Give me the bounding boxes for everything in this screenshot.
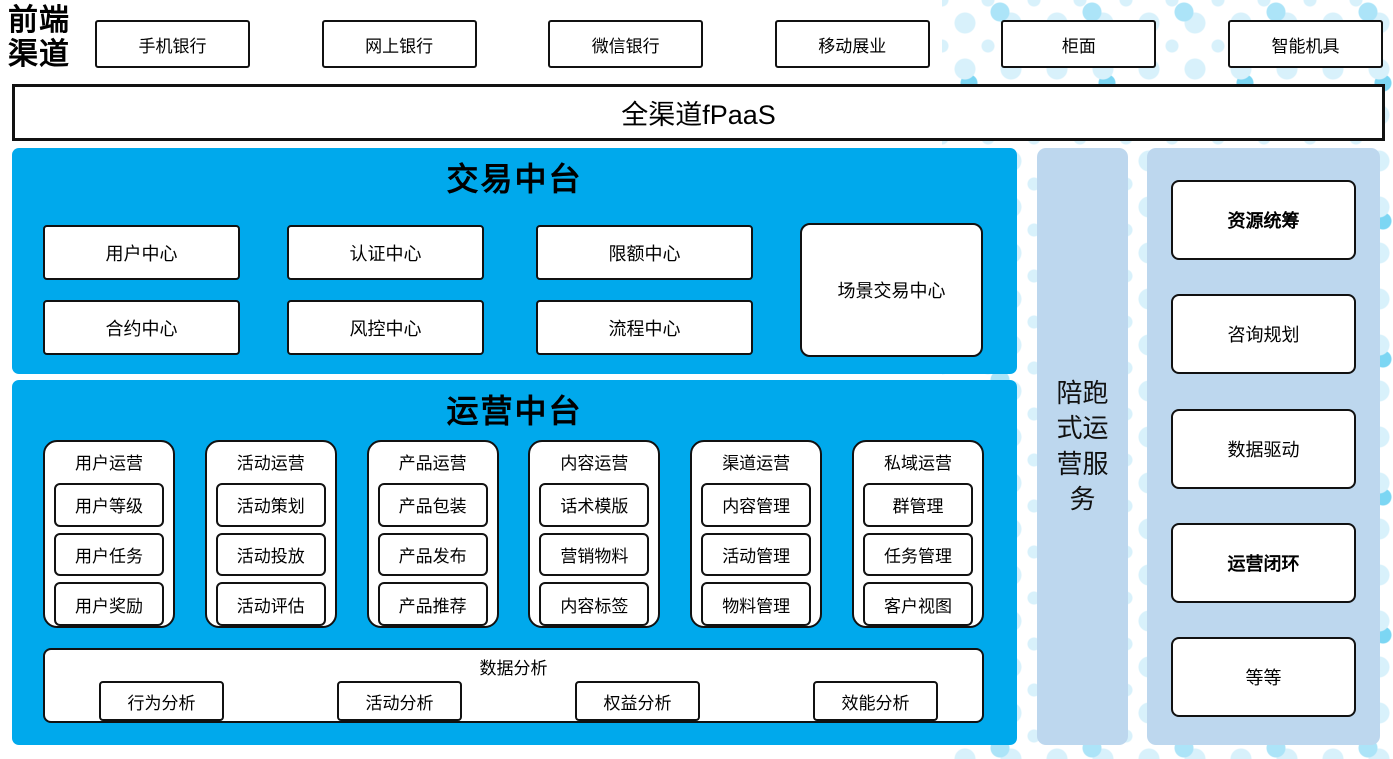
ops-column-activity: 活动运营 活动策划 活动投放 活动评估	[204, 440, 337, 628]
analysis-box-efficiency: 效能分析	[813, 681, 938, 721]
ops-item: 产品推荐	[377, 582, 488, 627]
ops-item: 内容标签	[539, 582, 650, 627]
ops-column-title: 用户运营	[75, 454, 143, 473]
ops-item: 产品包装	[377, 483, 488, 527]
ops-item: 客户视图	[862, 582, 973, 627]
center-box-auth: 认证中心	[287, 225, 484, 280]
ops-platform-title: 运营中台	[446, 393, 583, 429]
channel-box-mobile-banking: 手机银行	[95, 20, 250, 68]
fpaas-label: 全渠道fPaaS	[621, 100, 776, 130]
side-service-bar: 陪跑式运营服务	[1037, 148, 1128, 745]
channel-box-online-banking: 网上银行	[321, 20, 477, 68]
trade-platform-title: 交易中台	[446, 161, 583, 197]
ops-item: 群管理	[862, 483, 973, 527]
channel-box-mobile-business: 移动展业	[774, 20, 930, 68]
trade-platform-panel: 交易中台 用户中心 认证中心 限额中心 合约中心 风控中心 流程中心 场景交易中…	[12, 148, 1017, 374]
analysis-box-behavior: 行为分析	[99, 681, 224, 721]
service-box-resource: 资源统筹	[1171, 180, 1356, 260]
ops-platform-panel: 运营中台 用户运营 用户等级 用户任务 用户奖励 活动运营 活动策划 活动投放 …	[12, 380, 1017, 745]
center-box-process: 流程中心	[536, 300, 753, 355]
data-analysis-row: 行为分析 活动分析 权益分析 效能分析	[99, 681, 938, 721]
data-analysis-title: 数据分析	[479, 659, 548, 678]
side-service-label: 陪跑式运营服务	[1056, 378, 1109, 514]
ops-item: 内容管理	[701, 483, 812, 527]
ops-item: 产品发布	[377, 532, 488, 577]
center-box-contract: 合约中心	[43, 300, 240, 355]
channel-box-wechat-banking: 微信银行	[548, 20, 704, 68]
service-box-closed-loop: 运营闭环	[1171, 522, 1356, 603]
ops-column-channel: 渠道运营 内容管理 活动管理 物料管理	[690, 440, 823, 628]
ops-item: 任务管理	[862, 532, 973, 577]
scene-trade-center-box: 场景交易中心	[800, 223, 983, 357]
ops-column-title: 内容运营	[560, 454, 629, 473]
ops-columns-row: 用户运营 用户等级 用户任务 用户奖励 活动运营 活动策划 活动投放 活动评估 …	[43, 440, 984, 628]
ops-column-title: 私域运营	[883, 454, 952, 473]
ops-column-content: 内容运营 话术模版 营销物料 内容标签	[528, 440, 661, 628]
center-box-risk: 风控中心	[287, 300, 484, 355]
ops-item: 话术模版	[539, 483, 650, 527]
ops-column-title: 活动运营	[236, 454, 305, 473]
ops-item: 活动管理	[701, 532, 812, 577]
center-box-limit: 限额中心	[536, 225, 753, 280]
ops-item: 物料管理	[701, 582, 812, 627]
ops-item: 用户任务	[54, 532, 164, 577]
service-box-data-driven: 数据驱动	[1171, 408, 1356, 489]
ops-column-private: 私域运营 群管理 任务管理 客户视图	[851, 440, 984, 628]
ops-column-user: 用户运营 用户等级 用户任务 用户奖励	[43, 440, 175, 628]
frontend-channels-row: 手机银行 网上银行 微信银行 移动展业 柜面 智能机具	[95, 20, 1383, 68]
service-box-etc: 等等	[1171, 637, 1356, 717]
ops-item: 用户奖励	[54, 582, 164, 627]
ops-item: 用户等级	[54, 483, 164, 527]
ops-item: 活动投放	[215, 532, 326, 577]
data-analysis-strip: 数据分析 行为分析 活动分析 权益分析 效能分析	[43, 648, 984, 723]
service-items-panel: 资源统筹 咨询规划 数据驱动 运营闭环 等等	[1147, 148, 1380, 745]
ops-item: 营销物料	[539, 532, 650, 577]
analysis-box-activity: 活动分析	[337, 681, 462, 721]
service-box-consulting: 咨询规划	[1171, 294, 1356, 375]
ops-column-title: 产品运营	[398, 454, 467, 473]
ops-column-product: 产品运营 产品包装 产品发布 产品推荐	[366, 440, 499, 628]
ops-item: 活动策划	[215, 483, 326, 527]
center-box-user: 用户中心	[43, 225, 240, 280]
analysis-box-rights: 权益分析	[575, 681, 700, 721]
channel-box-counter: 柜面	[1001, 20, 1157, 68]
ops-column-title: 渠道运营	[722, 454, 791, 473]
frontend-channels-label: 前端渠道	[8, 4, 70, 71]
channel-box-smart-devices: 智能机具	[1227, 20, 1383, 68]
fpaas-bar: 全渠道fPaaS	[12, 84, 1385, 141]
ops-item: 活动评估	[215, 582, 326, 627]
